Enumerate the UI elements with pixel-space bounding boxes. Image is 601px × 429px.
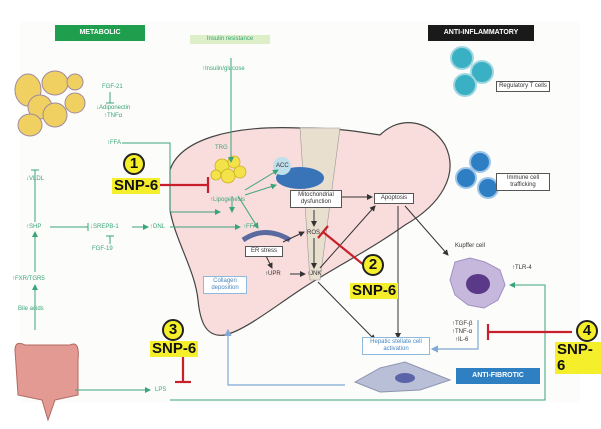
srebp-label: ↓SREPB-1 [90,224,119,230]
lipogenesis-label: ↑Lipogenesis [210,197,246,203]
adipocytes-icon [14,70,86,137]
lipogenesis-acc-arrow [244,169,279,191]
ffa-liver-arrow [122,142,221,215]
dnl-label: ↑DNL [150,224,166,230]
trg-label: TRG [215,145,228,151]
shp-label: ↑SHP [26,224,42,230]
collagen-deposition-box: Collagen deposition [203,276,247,294]
jnk-apoptosis-arrow [319,205,376,269]
immune-trafficking-cells-icon [455,151,499,199]
snp-marker-1-label: SNP-6 [112,177,161,194]
anti-inflammatory-header: ANTI-INFLAMMATORY [428,25,534,41]
ffa-label: ↑FFA [107,140,122,146]
er-ros-arrow [282,231,305,243]
snp-marker-2-number: 2 [362,254,384,276]
jnk-label: ↑JNK [307,271,322,277]
upr-label: ↑UPR [265,271,281,277]
snp-marker-3-label: SNP-6 [150,340,199,357]
lipogenesis-er-arrow [237,195,259,229]
snp-marker-2-label: SNP-6 [350,282,399,299]
acc-label: ACC [276,163,289,169]
bile-acids-label: Bile acids [18,306,44,312]
apoptosis-kupffer-arrow [404,205,449,256]
intestine-icon [14,342,79,422]
snp-marker-1-number: 1 [123,153,145,175]
liver-ffa-label: ↑FFA [243,224,258,230]
insulin-glucose-label: ↑Insulin/glucose [202,66,245,72]
metabolic-header: METABOLIC [55,25,145,41]
anti-fibrotic-header: ANTI-FIBROTIC [456,368,540,384]
mitochondrial-dysfunction-box: Mitochondrial dysfunction [290,190,342,208]
snp-marker-3-number: 3 [162,319,184,341]
immune-trafficking-box: Immune cell trafficking [496,173,550,191]
fgf19-label: FGF-19 [92,246,113,252]
regulatory-t-cells-box: Regulatory T cells [496,81,550,92]
tnfa-cytokine-label: ↑TNF-α [452,329,473,335]
lps-tlr4-arrow [170,282,546,401]
jnk-hsc-arrow [317,281,376,341]
tgfb-label: ↑TGF-β [452,321,473,327]
er-stress-box: ER stress [245,246,283,257]
er-icon [241,230,292,243]
il6-label: ↑IL-6 [455,337,469,343]
snp-marker-4-number: 4 [576,320,598,342]
lipid-droplet-icon [210,155,247,184]
apoptosis-box: Apoptosis [374,193,414,204]
lps-label: LPS [155,387,167,393]
lipogenesis-mito-arrow [244,183,277,196]
insulin-resistance-box: Insulin resistance [190,35,270,44]
cytokines-hsc-arrow [430,320,479,353]
vldl-label: ↓VLDL [26,176,45,182]
kupffer-cell-label: Kupffer cell [455,243,485,249]
hsc-collagen-arrow [224,328,345,386]
snp-marker-4-label: SNP-6 [555,342,601,374]
regulatory-t-cells-icon [450,46,494,97]
adiponectin-label: ↓Adiponectin [96,105,131,111]
tlr4-label: ↑TLR-4 [512,265,532,271]
stellate-cell-icon [353,361,452,393]
er-upr-arrow [265,255,273,269]
ros-label: ROS [307,230,321,236]
tnfa-label: ↑TNFα [104,113,123,119]
hsc-activation-box: Hepatic stellate cell activation [362,337,430,355]
fgf21-label: FGF-21 [102,84,123,90]
kupffer-cell-icon [449,257,506,309]
fxr-label: ↑FXR/TGR5 [12,276,45,282]
